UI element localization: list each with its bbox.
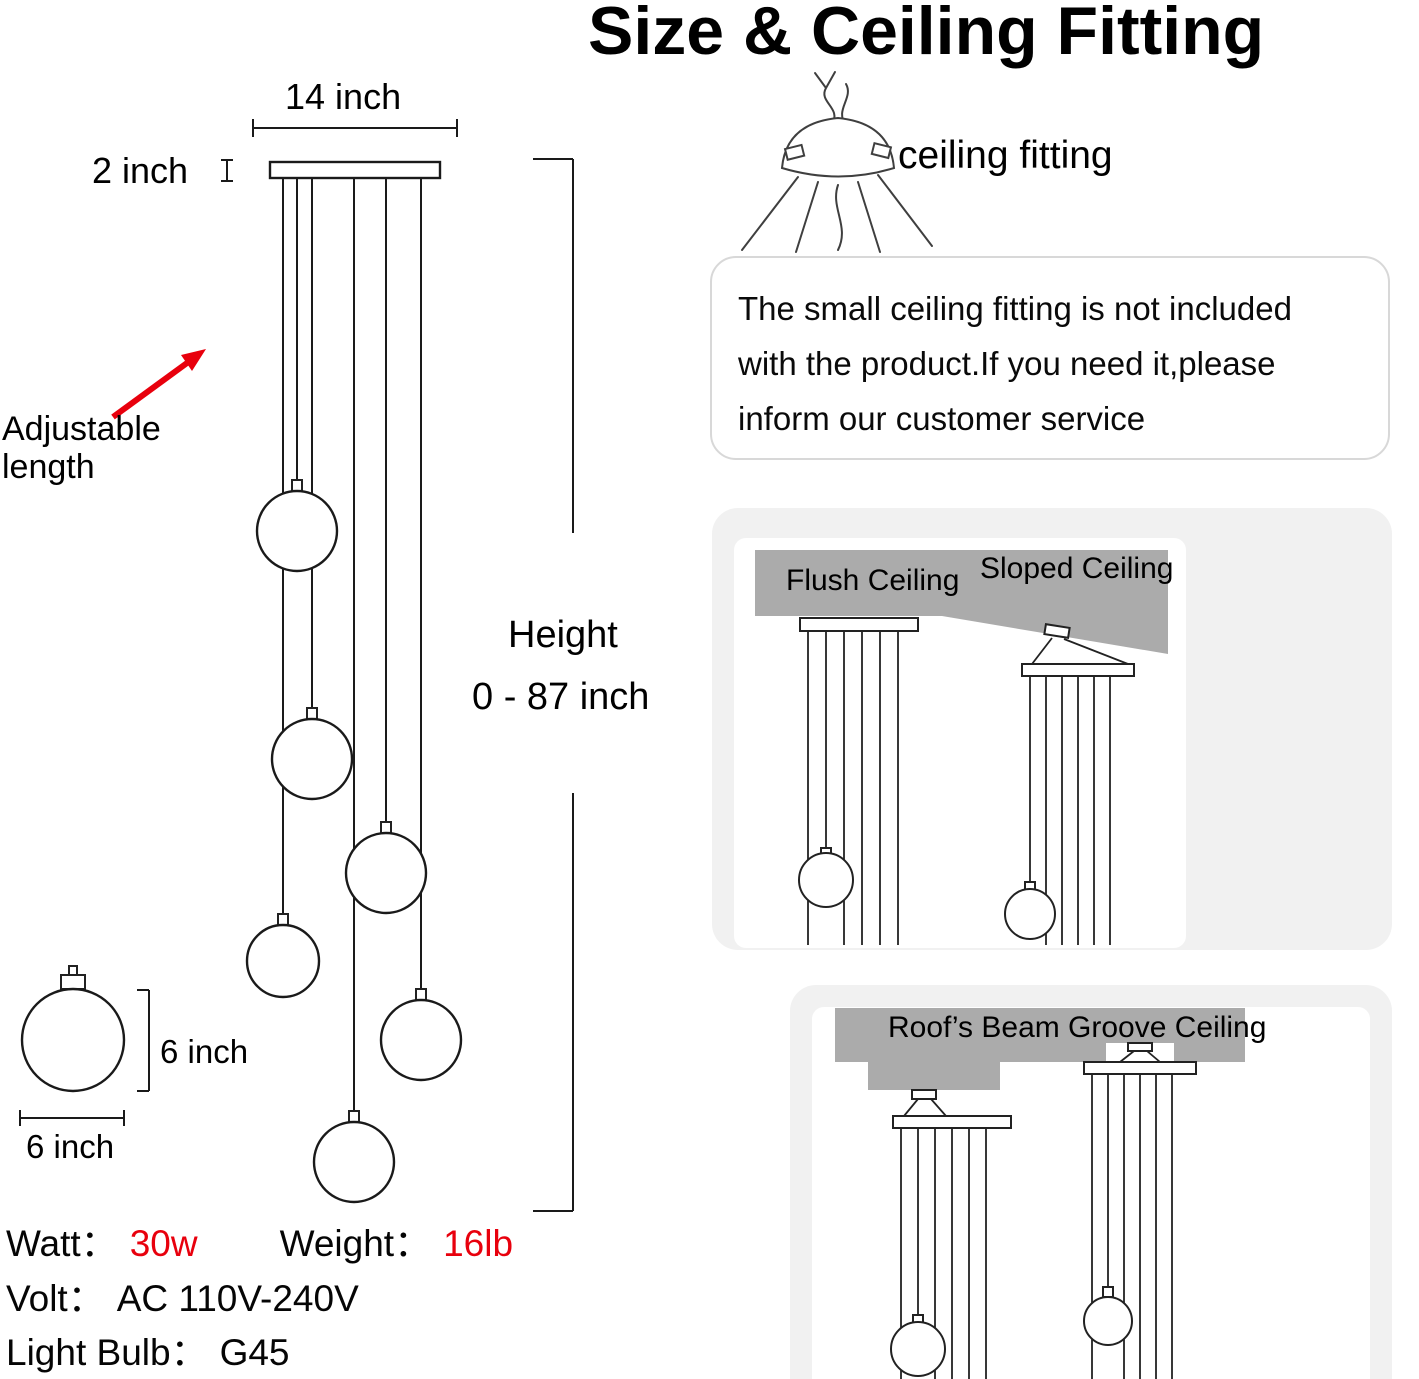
fitting-hanging-wires [741,174,933,253]
groove-pendant [1083,1042,1197,1379]
adjustable-length-label-line2: length [2,448,95,486]
watt-label: Watt： [6,1223,118,1264]
spec-line-watt-weight: Watt： 30w Weight： 16lb [6,1213,513,1267]
fitting-top-wires [814,71,849,126]
beam-groove-ceiling-panel: Roof’s Beam Groove Ceiling [790,985,1392,1379]
globe-height-bracket [137,989,150,1092]
sloped-ceiling-label: Sloped Ceiling [980,552,1174,585]
groove-ceiling-label: Groove Ceiling [1068,1011,1267,1044]
watt-value: 30w [129,1223,198,1264]
pendant-dimension-diagram [19,119,574,1212]
roofs-beam-label: Roof’s Beam [888,1011,1060,1044]
sloped-pendant [1004,623,1135,945]
ceiling-fitting-label: ceiling fitting [898,134,1113,177]
canopy-thickness-bracket [221,159,233,182]
flush-sloped-illustration [755,550,1168,945]
bulb-label: Light Bulb： [6,1332,208,1373]
spec-line-volt: Volt： AC 110V-240V [6,1268,359,1322]
flush-sloped-ceiling-panel: Flush Ceiling Sloped Ceiling [712,508,1392,950]
flush-ceiling-label: Flush Ceiling [786,564,960,597]
globe-width-bracket [19,1110,125,1126]
globe-height-label: 6 inch [160,1033,249,1070]
weight-label: Weight： [279,1223,432,1264]
fitting-tab-left [783,143,806,161]
beam-groove-cross-section [835,1008,1245,1090]
note-line-2: with the product.If you need it,please [738,345,1276,382]
glass-globes [245,489,463,1204]
ceiling-fitting-sketch [741,71,933,253]
flush-pendant [798,617,919,945]
volt-value: AC 110V-240V [116,1278,359,1319]
height-label: Height [508,614,618,656]
page-title: Size & Ceiling Fitting [588,0,1265,69]
globe-width-label: 6 inch [26,1128,115,1165]
canopy-dimension-label: 2 inch [92,150,189,191]
ceiling-fitting-note-box: The small ceiling fitting is not include… [710,256,1390,460]
fitting-tab-right [870,142,893,160]
spec-line-bulb: Light Bulb： G45 [6,1322,290,1376]
adjustable-length-arrow [111,349,206,420]
width-bracket [252,119,458,137]
beam-groove-illustration [835,1008,1245,1379]
adjustable-length-label-line1: Adjustable [2,410,161,448]
note-line-3: inform our customer service [738,400,1146,437]
globe-size-diagram [19,965,150,1126]
width-dimension-label: 14 inch [285,76,402,117]
height-range-label: 0 - 87 inch [472,676,650,718]
ceiling-canopy [268,160,442,180]
beam-pendant [890,1089,1012,1379]
fitting-dome [780,116,896,178]
weight-value: 16lb [443,1223,514,1264]
note-line-1: The small ceiling fitting is not include… [738,290,1292,327]
bulb-value: G45 [219,1332,290,1373]
height-bracket [533,158,574,1212]
volt-label: Volt： [6,1278,105,1319]
